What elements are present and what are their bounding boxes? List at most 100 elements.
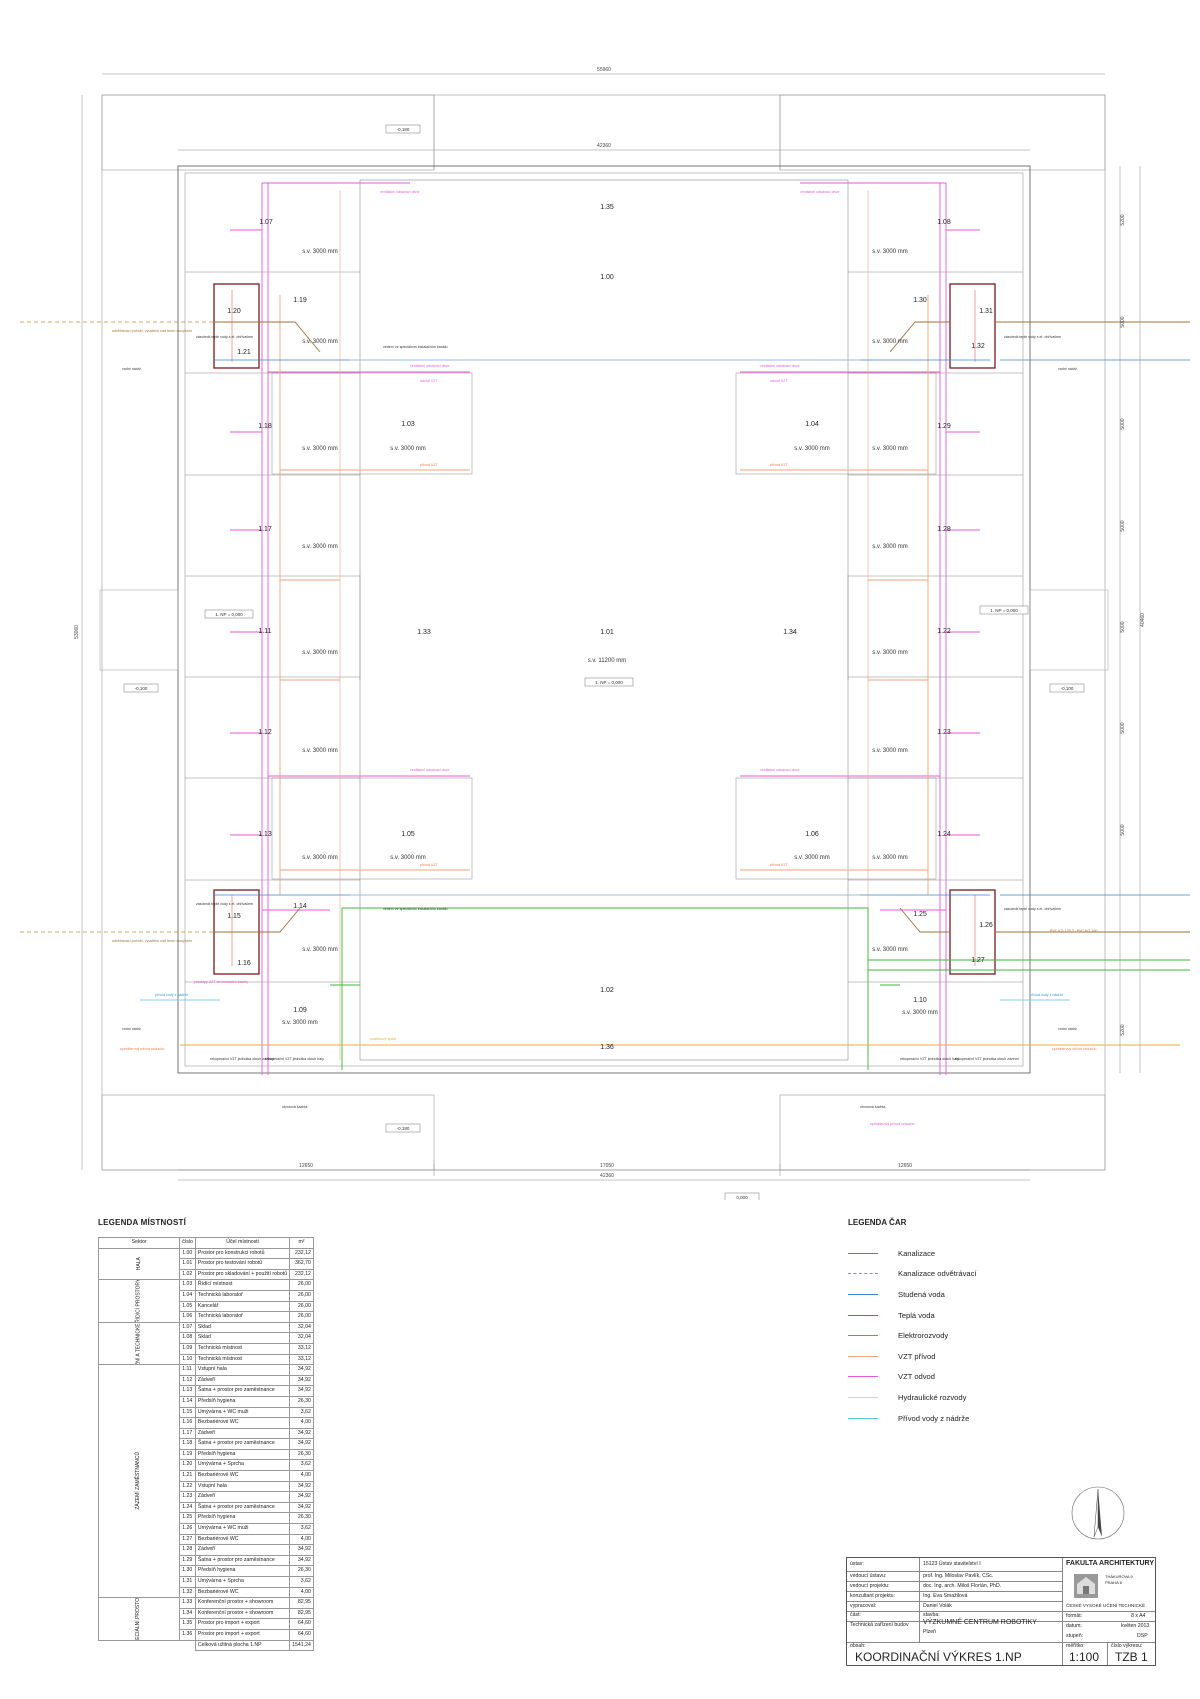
room-height: s.v. 3000 mm xyxy=(872,249,908,255)
room-area: 34,92 xyxy=(289,1364,314,1376)
room-purpose: Předsíň hygiena xyxy=(194,1512,291,1525)
room-purpose: Šatna + prostor pro zaměstnance xyxy=(194,1554,291,1567)
electro-lines xyxy=(330,907,1190,1070)
room-purpose: Prostor pro import + export xyxy=(194,1618,291,1630)
room-height: s.v. 3000 mm xyxy=(390,446,426,452)
room-label: 1.09 xyxy=(293,1007,307,1014)
room-label: 1.21 xyxy=(237,349,251,356)
room-label: 1.15 xyxy=(227,913,241,920)
room-purpose: Konferenční prostor + showroom xyxy=(194,1607,291,1620)
room-area: 26,30 xyxy=(289,1565,314,1577)
line-swatch xyxy=(848,1376,878,1378)
room-purpose: Technická místnost xyxy=(194,1353,291,1366)
room-legend-title: LEGENDA MÍSTNOSTÍ xyxy=(98,1218,186,1227)
sector-name: HALA xyxy=(135,1257,142,1271)
line-swatch xyxy=(848,1314,878,1316)
dim-right-seg: 5000 xyxy=(1120,621,1126,632)
tb-cislo-label: číslo výkresu: xyxy=(1111,1643,1143,1649)
line-legend-item: Studená voda xyxy=(848,1284,1108,1305)
room-purpose: Předsíň hygiena xyxy=(194,1565,291,1577)
room-number: 1.03 xyxy=(179,1279,196,1291)
note-sacha: otvorová šachta xyxy=(860,1105,885,1109)
room-area: 34,92 xyxy=(289,1374,314,1387)
room-label: 1.18 xyxy=(258,423,272,430)
tb-ustav-value: 15123 Ústav stavitelství I xyxy=(923,1561,981,1567)
vzt-odvod-lines xyxy=(230,182,980,1075)
room-label: 1.13 xyxy=(258,831,272,838)
building-walls xyxy=(99,165,1109,1074)
room-purpose: Bezbariérové WC xyxy=(194,1470,291,1482)
room-purpose: Umývárna + Sprcha xyxy=(194,1576,291,1588)
line-swatch xyxy=(848,1355,878,1357)
note-vetraci: ventilační odsávací otvor xyxy=(410,768,450,772)
level-center-np: 1. NP = 0,000 xyxy=(595,680,623,685)
room-height: s.v. 3000 mm xyxy=(302,339,338,345)
room-area: 3,62 xyxy=(289,1523,314,1535)
room-label: 1.03 xyxy=(401,421,415,428)
tb-stupen-label: stupeň: xyxy=(1066,1633,1084,1639)
room-purpose: Prostor pro testování robotů xyxy=(194,1258,291,1270)
room-area: 26,30 xyxy=(289,1512,314,1525)
room-label: 1.30 xyxy=(913,297,927,304)
room-label: 1.17 xyxy=(258,526,272,533)
room-number: 1.31 xyxy=(179,1576,196,1588)
tb-konz-value: Ing. Eva Smažilová xyxy=(923,1593,968,1599)
room-number: 1.11 xyxy=(179,1364,196,1376)
room-area: 82,95 xyxy=(289,1607,314,1620)
room-purpose: Vstupní hala xyxy=(194,1364,291,1376)
room-number: 1.17 xyxy=(179,1427,196,1440)
cvut-logo-icon xyxy=(1074,1574,1098,1598)
line-legend-item: Teplá voda xyxy=(848,1305,1108,1326)
tb-misto: Plzeň xyxy=(923,1629,936,1635)
room-purpose: Sklad xyxy=(194,1332,291,1344)
dim-bottom-b: 17050 xyxy=(600,1163,614,1169)
tb-meritko-label: měřítko: xyxy=(1066,1643,1085,1649)
tb-addr2: PRAHA 6 xyxy=(1105,1580,1122,1585)
room-height: s.v. 3000 mm xyxy=(872,446,908,452)
room-height: s.v. 3000 mm xyxy=(302,748,338,754)
note-zasobnik: zásobník teplé vody s el. ohřívačem xyxy=(1004,335,1061,339)
room-number: 1.26 xyxy=(179,1523,196,1535)
north-arrow-icon xyxy=(1071,1486,1125,1540)
note-zasobnik: zásobník teplé vody s el. ohřívačem xyxy=(1004,907,1061,911)
room-label: 1.11 xyxy=(258,628,271,635)
room-number: 1.16 xyxy=(179,1417,196,1429)
room-area: 34,92 xyxy=(289,1544,314,1556)
room-number: 1.00 xyxy=(179,1247,196,1260)
room-purpose: Konferenční prostor + showroom xyxy=(194,1597,291,1609)
tb-obsah-label: obsah: xyxy=(850,1643,866,1649)
note-vetraci: ventilační odsávací otvor xyxy=(760,768,800,772)
tb-obsah-value: KOORDINAČNÍ VÝKRES 1.NP xyxy=(855,1650,1022,1664)
room-label: 1.34 xyxy=(783,629,797,636)
room-height: s.v. 11200 mm xyxy=(588,658,626,664)
note-vedeni: vedení ve speciálním instalačním kanálu xyxy=(383,345,448,349)
room-label: 1.12 xyxy=(258,729,272,736)
room-height: s.v. 3000 mm xyxy=(872,650,908,656)
line-label: Studená voda xyxy=(898,1289,945,1299)
room-area: 82,95 xyxy=(289,1597,314,1609)
tb-ved-ust-value: prof. Ing. Miloslav Pavlík, CSc. xyxy=(923,1573,994,1579)
room-area: 34,92 xyxy=(289,1491,314,1503)
note-vodni-nadrz: vodní nádrž xyxy=(1058,367,1077,371)
room-number: 1.02 xyxy=(179,1268,196,1281)
dim-top-inner: 42360 xyxy=(597,143,611,149)
line-label: Kanalizace odvětrávací xyxy=(898,1269,977,1279)
room-label: 1.16 xyxy=(237,960,251,967)
room-height: s.v. 3000 mm xyxy=(902,1010,938,1016)
room-number: 1.15 xyxy=(179,1406,196,1419)
room-height: s.v. 3000 mm xyxy=(302,249,338,255)
note-privod-nadrz: přívod vody z nádrže xyxy=(1030,993,1063,997)
room-number: 1.10 xyxy=(179,1353,196,1366)
room-number: 1.32 xyxy=(179,1586,196,1599)
tb-konz-label: konzultant projektu: xyxy=(850,1593,895,1599)
room-label: 1.19 xyxy=(293,297,307,304)
room-height: s.v. 3000 mm xyxy=(794,446,830,452)
room-area: 33,12 xyxy=(289,1353,314,1366)
tb-format-label: formát: xyxy=(1066,1613,1083,1619)
room-number: 1.07 xyxy=(179,1321,196,1334)
level-bottom: -0,180 xyxy=(397,1126,410,1131)
dim-right-seg: 5200 xyxy=(1120,214,1126,225)
